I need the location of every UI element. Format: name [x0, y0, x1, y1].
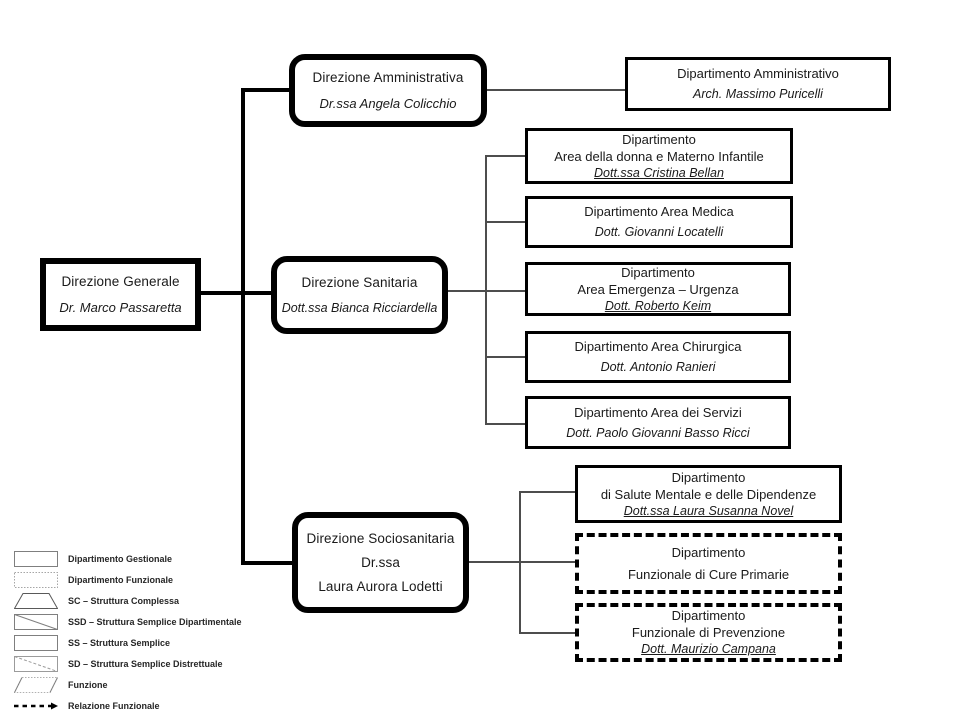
connector-stub-medica: [485, 221, 525, 223]
node-direzione-sociosanitaria: Direzione Sociosanitaria Dr.ssa Laura Au…: [292, 512, 469, 613]
legend-item: Dipartimento Gestionale: [14, 548, 242, 569]
connector-stub-donna: [485, 155, 525, 157]
node-title: Dipartimento: [671, 469, 746, 485]
legend-swatch-parallelogram-icon: [14, 676, 58, 693]
node-direzione-generale: Direzione Generale Dr. Marco Passaretta: [40, 258, 201, 331]
node-person: Laura Aurora Lodetti: [318, 579, 443, 594]
node-person: Dott. Giovanni Locatelli: [594, 225, 724, 239]
node-dipartimento-salute-mentale: Dipartimento di Salute Mentale e delle D…: [575, 465, 842, 523]
node-person: Dott.ssa Laura Susanna Novel: [623, 503, 794, 518]
connector-amministrativa-dipartimento: [487, 89, 625, 91]
node-subtitle: Area Emergenza – Urgenza: [577, 281, 739, 297]
node-title: Dipartimento Amministrativo: [677, 66, 839, 81]
legend-swatch-rect-diagonal-icon: [14, 613, 58, 630]
legend-item: Dipartimento Funzionale: [14, 569, 242, 590]
node-dipartimento-prevenzione: Dipartimento Funzionale di Prevenzione D…: [575, 603, 842, 662]
legend-label: Dipartimento Funzionale: [68, 574, 174, 585]
node-title: Dipartimento Area Chirurgica: [574, 339, 742, 354]
legend-item: Funzione: [14, 674, 242, 695]
connector-trunk-amministrativa: [241, 88, 291, 92]
legend-swatch-rect-solid-icon: [14, 634, 58, 651]
legend-item: Relazione Funzionale: [14, 695, 242, 716]
connector-sanitaria-spine: [485, 155, 487, 425]
node-title: Dipartimento: [621, 264, 695, 280]
node-dipartimento-area-servizi: Dipartimento Area dei Servizi Dott. Paol…: [525, 396, 791, 449]
node-title: Dipartimento: [671, 608, 746, 623]
connector-stub-salute-mentale: [519, 491, 575, 493]
node-dipartimento-amministrativo: Dipartimento Amministrativo Arch. Massim…: [625, 57, 891, 111]
legend-swatch-trapezoid-icon: [14, 592, 58, 609]
legend-label: Dipartimento Gestionale: [68, 553, 173, 564]
node-title: Direzione Amministrativa: [312, 70, 464, 85]
node-dipartimento-cure-primarie: Dipartimento Funzionale di Cure Primarie: [575, 533, 842, 594]
connector-trunk: [241, 88, 245, 565]
legend-item: SD – Struttura Semplice Distrettuale: [14, 653, 242, 674]
node-person: Dr.ssa Angela Colicchio: [319, 96, 457, 111]
node-title: Dipartimento Area dei Servizi: [574, 404, 742, 420]
legend-label: SSD – Struttura Semplice Dipartimentale: [68, 616, 242, 627]
legend-item: SC – Struttura Complessa: [14, 590, 242, 611]
node-subtitle: Funzionale di Prevenzione: [631, 625, 786, 640]
connector-sociosanitaria-spine: [519, 491, 521, 634]
connector-sociosanitaria-branch: [469, 561, 575, 563]
legend-item: SSD – Struttura Semplice Dipartimentale: [14, 611, 242, 632]
legend-swatch-rect-diagonal-dashed-icon: [14, 655, 58, 672]
legend-label: SC – Struttura Complessa: [68, 595, 180, 606]
legend-label: Funzione: [68, 679, 108, 690]
legend: Dipartimento Gestionale Dipartimento Fun…: [14, 548, 242, 716]
node-title: Direzione Generale: [61, 274, 180, 289]
legend-swatch-dashed-arrow-icon: [14, 702, 58, 709]
node-subtitle: Area della donna e Materno Infantile: [554, 148, 764, 164]
legend-item: SS – Struttura Semplice: [14, 632, 242, 653]
node-person: Dott.ssa Bianca Ricciardella: [281, 301, 438, 315]
legend-label: Relazione Funzionale: [68, 700, 160, 711]
legend-label: SS – Struttura Semplice: [68, 637, 171, 648]
node-person: Dott. Antonio Ranieri: [600, 360, 716, 374]
node-direzione-sanitaria: Direzione Sanitaria Dott.ssa Bianca Ricc…: [271, 256, 448, 334]
node-person: Dott. Maurizio Campana: [641, 642, 776, 656]
node-person: Dott.ssa Cristina Bellan: [594, 165, 724, 180]
connector-stub-chirurgica: [485, 356, 525, 358]
node-dipartimento-area-medica: Dipartimento Area Medica Dott. Giovanni …: [525, 196, 793, 248]
node-title: Dipartimento Area Medica: [584, 204, 734, 219]
node-person-prefix: Dr.ssa: [361, 555, 400, 570]
node-direzione-amministrativa: Direzione Amministrativa Dr.ssa Angela C…: [289, 54, 487, 127]
legend-label: SD – Struttura Semplice Distrettuale: [68, 658, 223, 669]
connector-stub-servizi: [485, 423, 525, 425]
node-person: Dr. Marco Passaretta: [59, 300, 182, 315]
connector-trunk-sociosanitaria: [241, 561, 295, 565]
node-dipartimento-area-chirurgica: Dipartimento Area Chirurgica Dott. Anton…: [525, 331, 791, 383]
node-title: Dipartimento: [671, 544, 746, 560]
node-person: Arch. Massimo Puricelli: [693, 87, 823, 101]
node-title: Direzione Sanitaria: [301, 275, 418, 290]
node-person: Dott. Paolo Giovanni Basso Ricci: [566, 425, 750, 440]
node-title: Dipartimento: [622, 131, 696, 147]
connector-stub-prevenzione: [519, 632, 575, 634]
legend-swatch-rect-dotted-icon: [14, 571, 58, 588]
node-dipartimento-area-emergenza-urgenza: Dipartimento Area Emergenza – Urgenza Do…: [525, 262, 791, 316]
node-subtitle: di Salute Mentale e delle Dipendenze: [600, 486, 817, 502]
node-subtitle: Funzionale di Cure Primarie: [627, 566, 790, 582]
node-dipartimento-donna-materno-infantile: Dipartimento Area della donna e Materno …: [525, 128, 793, 184]
node-person: Dott. Roberto Keim: [604, 298, 712, 313]
legend-swatch-rect-solid-icon: [14, 550, 58, 567]
node-title: Direzione Sociosanitaria: [306, 531, 455, 546]
connector-generale-sanitaria: [198, 291, 273, 295]
